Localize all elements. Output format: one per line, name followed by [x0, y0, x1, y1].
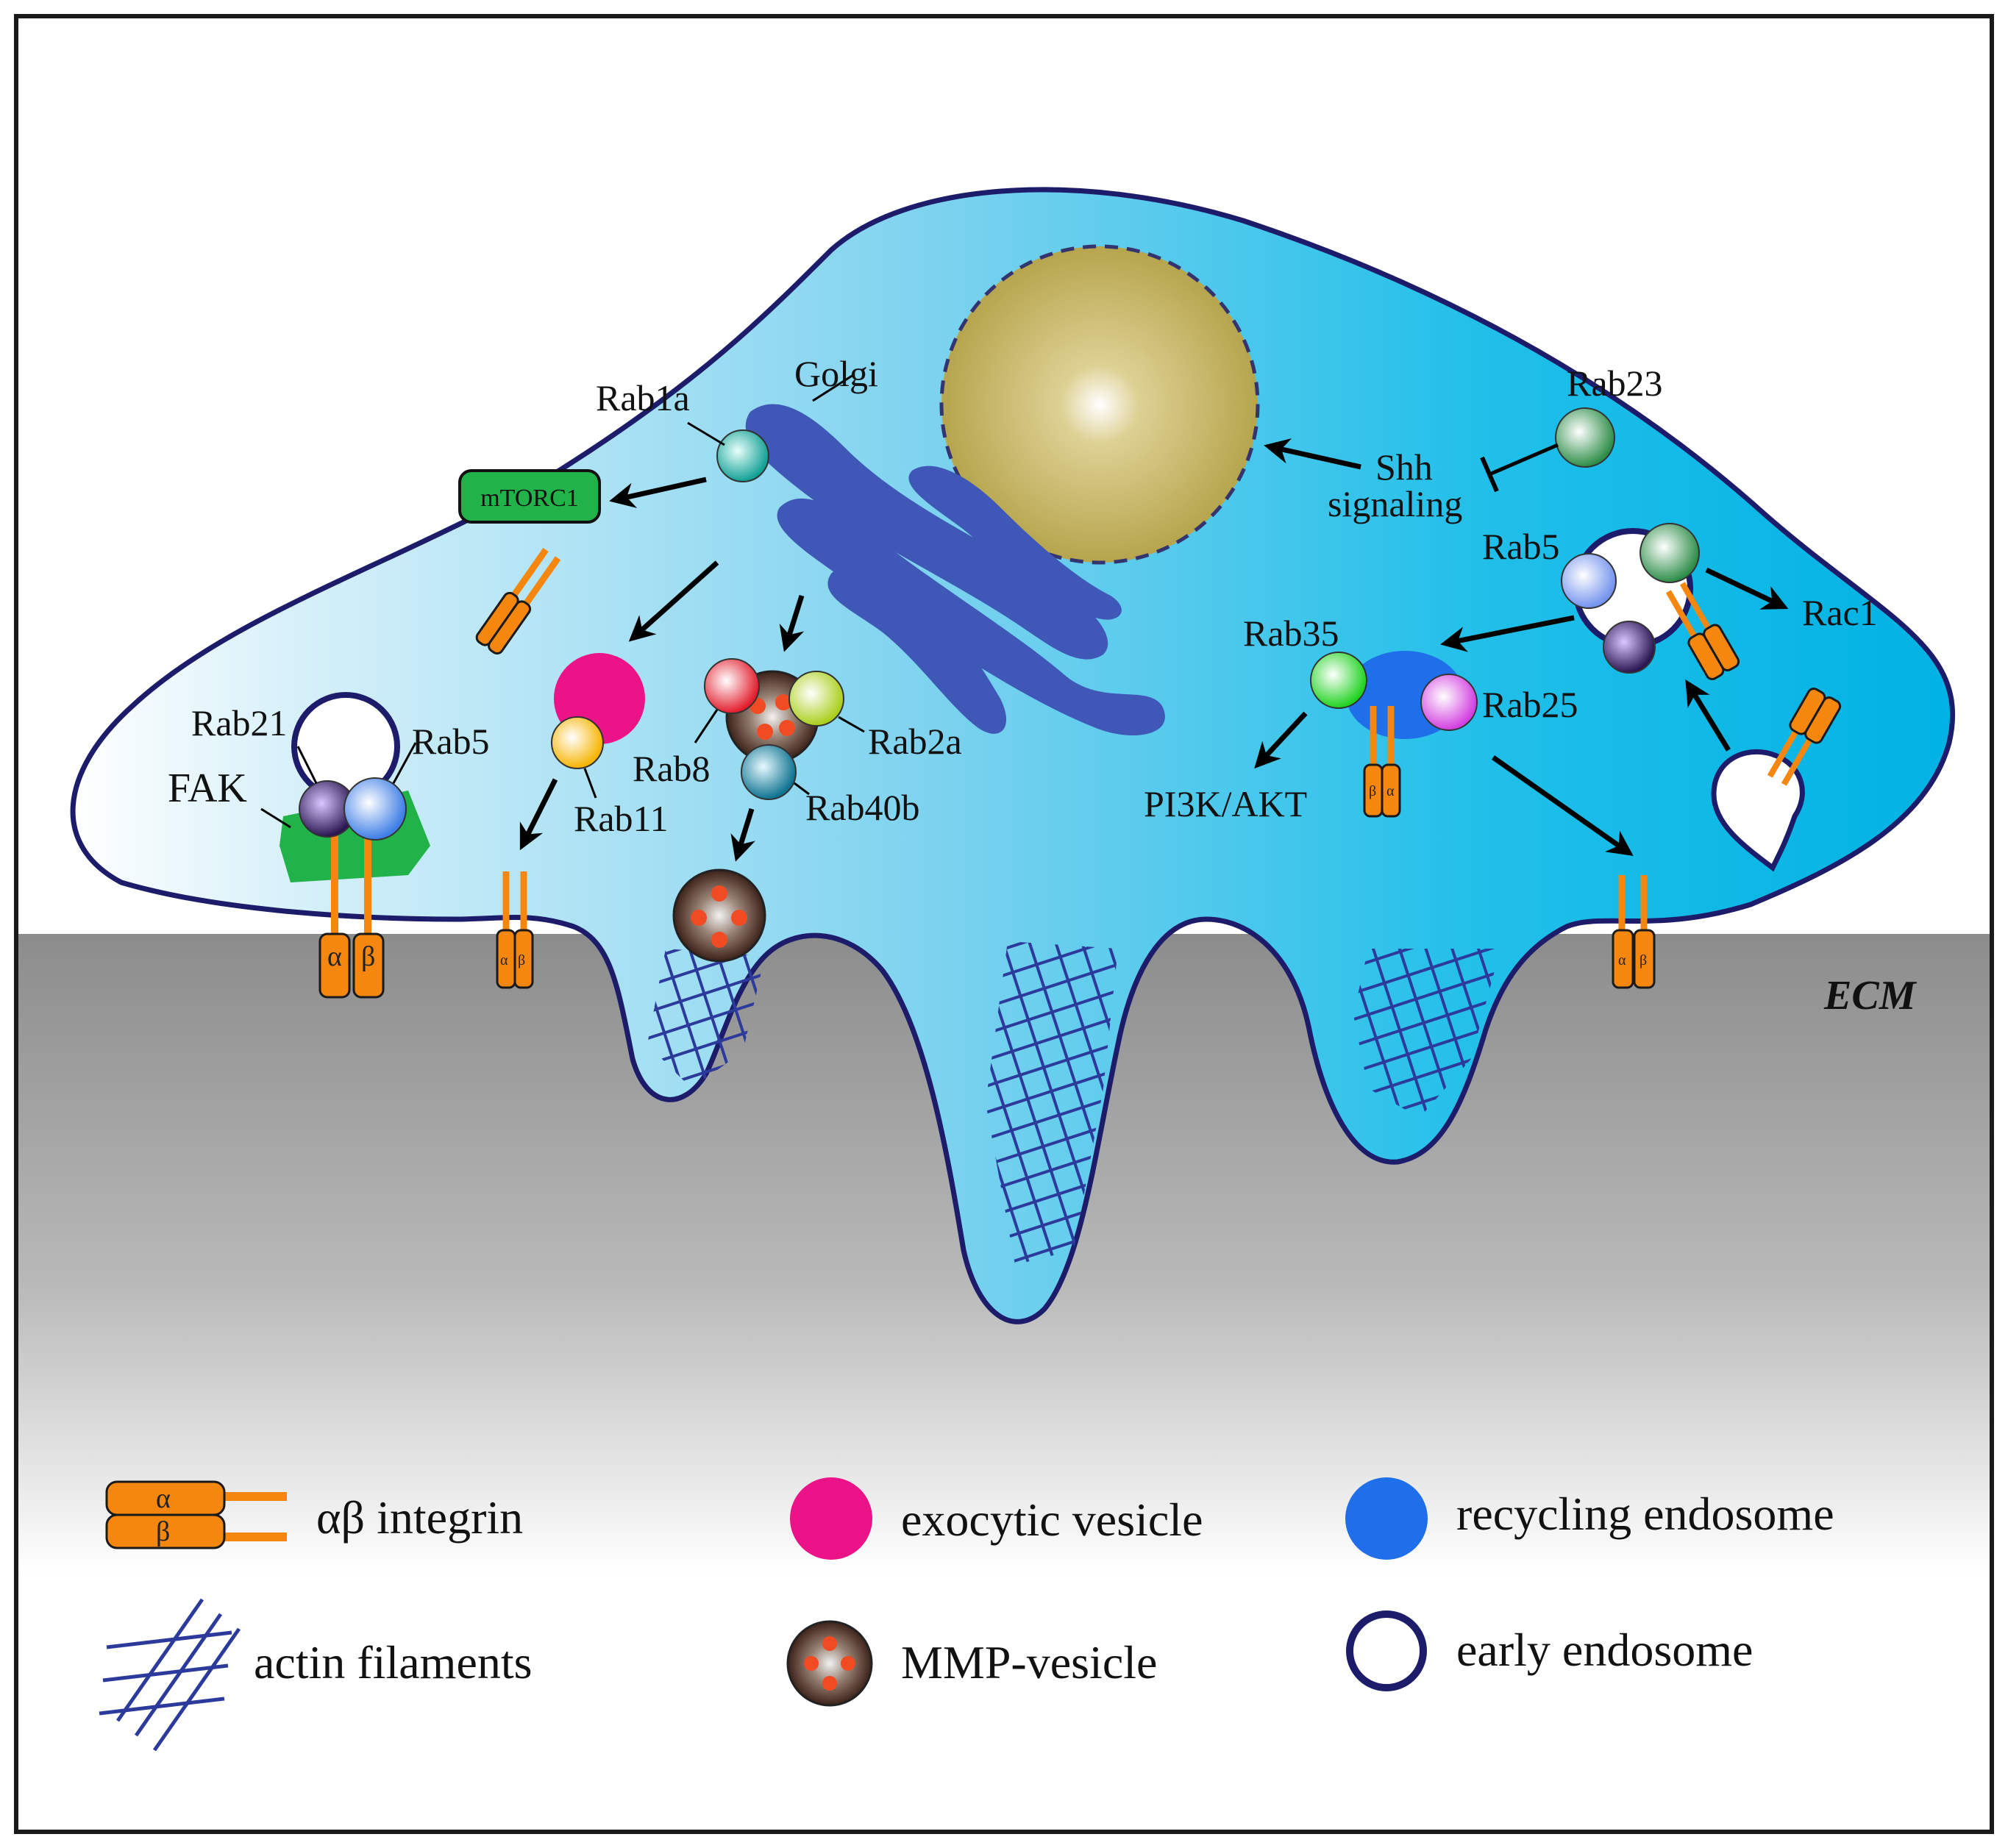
rab11-protein	[551, 716, 604, 769]
rab5-left-pointer-line	[392, 742, 417, 784]
rab40b-pointer-line	[794, 782, 810, 796]
svg-text:β: β	[1639, 952, 1647, 968]
rab5-protein-right	[1561, 553, 1617, 609]
endosome-to-recycling-arrow	[1440, 615, 1575, 652]
mmp-vesicle-membrane	[672, 868, 766, 963]
rab1a-to-mtorc1-arrow	[609, 477, 707, 508]
rab8-protein	[704, 658, 760, 714]
integrin-greek-middle-left: α β	[500, 952, 525, 968]
signaling-label: signaling	[1328, 483, 1462, 524]
inhibition-bar	[1480, 456, 1499, 493]
rab25-protein	[1420, 674, 1478, 731]
endocytic-pit	[1711, 749, 1805, 872]
pit-to-endosome-arrow	[1685, 679, 1731, 752]
legend-mmp-icon	[786, 1620, 873, 1707]
golgi-pointer-line	[812, 374, 854, 402]
legend-integrin-icon: α β	[105, 1480, 287, 1549]
svg-text:α: α	[156, 1483, 171, 1514]
rab8-pointer-line	[694, 709, 719, 743]
integrin-on-exocytic	[475, 547, 561, 655]
actin-mesh-right	[1353, 949, 1500, 1118]
shh-label: Shh	[1375, 446, 1433, 488]
legend-actin-label: actin filaments	[254, 1636, 533, 1688]
svg-text:α: α	[1386, 783, 1395, 799]
legend-mmp-cargo	[804, 1636, 855, 1691]
integrin-in-right-endosome	[1665, 582, 1740, 680]
legend-mmp-label: MMP-vesicle	[901, 1636, 1157, 1688]
integrin-membrane-right	[1612, 875, 1656, 989]
svg-text:α: α	[500, 952, 508, 968]
svg-text:β: β	[361, 941, 375, 972]
nucleus	[939, 244, 1260, 565]
rab21-pointer-line	[296, 746, 318, 784]
actin-mesh-left	[647, 949, 765, 1088]
rab2a-protein	[788, 671, 844, 727]
mtorc1-label: mTORC1	[480, 485, 579, 512]
legend-recycling-icon	[1345, 1477, 1428, 1560]
recycling-to-membrane-arrow	[1491, 755, 1634, 857]
endosome-to-rac1-arrow	[1705, 567, 1789, 610]
integrin-on-recycling-endosome	[1363, 706, 1401, 818]
golgi-label: Golgi	[794, 353, 878, 394]
mtorc1-box	[458, 469, 601, 524]
rab11-to-membrane-arrow	[519, 778, 558, 851]
integrin-in-pit	[1767, 688, 1842, 786]
fak-pointer-line	[260, 807, 291, 829]
rab23-inhibits-shh	[1489, 443, 1559, 477]
svg-text:β: β	[518, 952, 525, 968]
rab-green-protein-right	[1639, 523, 1700, 583]
svg-text:β: β	[156, 1516, 170, 1547]
rab2a-pointer-line	[838, 716, 865, 733]
rab1a-protein	[716, 429, 769, 482]
legend-actin-icon	[99, 1598, 241, 1752]
integrin-membrane-left: α β	[318, 932, 385, 999]
shh-to-nucleus-arrow	[1264, 438, 1361, 470]
rab21-label: Rab21	[191, 702, 288, 743]
rab35-protein	[1310, 652, 1367, 709]
rab35-label: Rab35	[1243, 613, 1339, 654]
rac1-label: Rac1	[1802, 592, 1878, 633]
legend-early-endosome-icon	[1346, 1610, 1427, 1691]
rab2a-label: Rab2a	[868, 721, 962, 762]
fak-label: FAK	[168, 766, 247, 811]
actin-mesh-middle	[986, 941, 1118, 1265]
legend-early-endosome-label: early endosome	[1456, 1624, 1753, 1676]
svg-text:α: α	[327, 941, 342, 972]
rab8-label: Rab8	[633, 748, 711, 789]
rab1a-label: Rab1a	[596, 377, 690, 418]
golgi-to-mmp-arrow	[779, 594, 805, 652]
pi3k-akt-label: PI3K/AKT	[1144, 783, 1307, 824]
rab40b-protein	[741, 744, 797, 800]
integrin-greek-recycling: β α	[1369, 783, 1395, 799]
legend-exocytic-label: exocytic vesicle	[901, 1494, 1203, 1546]
svg-text:α: α	[1618, 952, 1626, 968]
rab5-protein-left	[343, 777, 407, 841]
rab23-label: Rab23	[1567, 363, 1663, 404]
ecm-label: ECM	[1823, 973, 1918, 1018]
rab25-label: Rab25	[1482, 684, 1578, 725]
golgi-apparatus	[745, 404, 1165, 735]
legend-recycling-label: recycling endosome	[1456, 1488, 1834, 1540]
rab5-right-label: Rab5	[1482, 526, 1560, 567]
rab1a-pointer-line	[687, 421, 725, 446]
rab-purple-protein-right	[1603, 621, 1656, 674]
rab23-protein	[1555, 407, 1615, 468]
recycling-to-pi3k-arrow	[1254, 711, 1308, 769]
legend-integrin-label: αβ integrin	[316, 1491, 523, 1544]
svg-text:β: β	[1369, 783, 1376, 799]
rab5-left-label: Rab5	[412, 721, 490, 762]
integrin-greek-right: α β	[1618, 952, 1647, 968]
mmp-cargo-dots-lower	[691, 885, 747, 948]
golgi-to-exocytic-arrow	[628, 560, 719, 642]
rab40b-label: Rab40b	[805, 787, 920, 828]
rab11-pointer-line	[583, 768, 597, 799]
legend: α β αβ integrin exocytic vesicle recycli…	[99, 1477, 1834, 1752]
legend-exocytic-icon	[790, 1477, 872, 1560]
mmp-to-membrane-arrow	[730, 807, 755, 862]
rab11-label: Rab11	[574, 798, 669, 839]
